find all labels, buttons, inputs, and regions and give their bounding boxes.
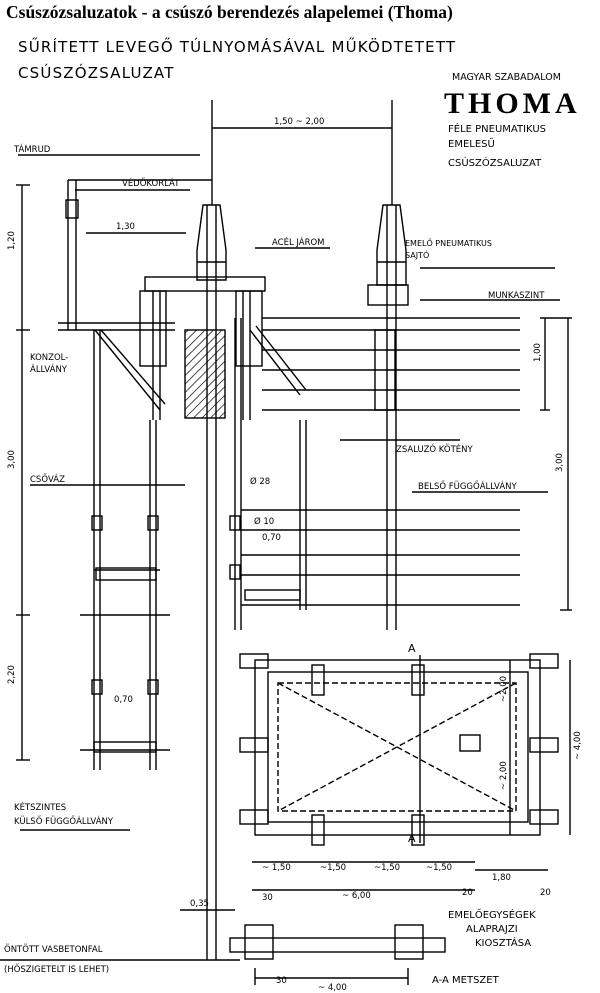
stamp-brand: THOMA — [444, 87, 581, 120]
dim-300-right: 3,00 — [555, 453, 565, 472]
label-sajto-1: EMELŐ PNEUMATIKUS — [405, 238, 492, 248]
label-acel-jarom: ACÉL JÁROM — [272, 236, 325, 248]
label-section-a-top: A — [408, 642, 416, 655]
dim-20-a: 20 — [462, 888, 473, 898]
dim-400-h: ~ 4,00 — [318, 983, 347, 993]
dim-400-v: ~ 4,00 — [573, 731, 583, 760]
label-emeloegysegek-3: KIOSZTÁSA — [475, 936, 531, 949]
dim-180: 1,80 — [492, 873, 511, 883]
label-belso: BELSŐ FÜGGŐÁLLVÁNY — [418, 480, 517, 492]
label-konzol-1: KONZOL- — [30, 353, 68, 363]
heading-line-2: CSÚSZÓZSALUZAT — [18, 63, 175, 82]
stamp-line-3: FÉLE PNEUMATIKUS — [448, 122, 546, 135]
dim-top-span: 1,50 ~ 2,00 — [274, 117, 324, 127]
dim-150-1: ~ 1,50 — [262, 863, 291, 873]
patent-stamp: MAGYAR SZABADALOM THOMA FÉLE PNEUMATIKUS… — [444, 72, 581, 169]
label-munkaszint: MUNKASZINT — [488, 291, 545, 301]
dim-30-b: 30 — [276, 976, 287, 986]
concrete-wall-section — [184, 329, 226, 419]
label-tamrud: TÁMRUD — [13, 143, 51, 155]
label-zsaluzo-koteny: ZSALUZÓ KÖTÉNY — [396, 443, 474, 455]
dim-200-b: ~ 2,00 — [499, 761, 509, 790]
label-vedokorlat: VÉDŐKORLÁT — [122, 177, 180, 189]
dim-150-2: ~1,50 — [320, 863, 346, 873]
stamp-line-1: MAGYAR SZABADALOM — [452, 72, 561, 83]
dim-300-left: 3,00 — [7, 450, 17, 469]
stamp-line-5: CSÚSZÓZSALUZAT — [448, 156, 542, 169]
dim-130: 1,30 — [116, 222, 135, 232]
label-phi10: Ø 10 — [254, 516, 274, 527]
label-csovaz: CSŐVÁZ — [30, 473, 65, 485]
label-phi28: Ø 28 — [250, 476, 270, 487]
plan-outer-wall — [254, 659, 541, 836]
label-sajto-2: SAJTÓ — [405, 249, 429, 260]
label-emeloegysegek-2: ALAPRAJZI — [466, 924, 518, 935]
heading-line-1: SŰRÍTETT LEVEGŐ TÚLNYOMÁSÁVAL MŰKÖDTETET… — [18, 36, 456, 56]
pneumatic-jack-right — [376, 204, 407, 286]
stamp-line-4: EMELESŰ — [448, 136, 495, 150]
label-ontott-2: (HŐSZIGETELT IS LEHET) — [4, 964, 109, 975]
dim-035: 0,35 — [190, 899, 209, 909]
dim-200-a: ~2,00 — [499, 676, 509, 702]
label-section-a-bottom: A — [408, 832, 416, 845]
dim-070-b: 0,70 — [262, 533, 281, 543]
label-emeloegysegek-1: EMELŐEGYSÉGEK — [448, 907, 536, 921]
pneumatic-jack-left — [196, 204, 227, 281]
dim-150-3: ~1,50 — [374, 863, 400, 873]
dim-600: ~ 6,00 — [342, 891, 371, 901]
dim-100: 1,00 — [533, 343, 543, 362]
dim-20-b: 20 — [540, 888, 551, 898]
dim-120: 1,20 — [7, 231, 17, 250]
label-ketszintes-1: KÉTSZINTES — [14, 801, 66, 813]
steel-yoke — [144, 276, 266, 292]
label-aa-metszet: A-A METSZET — [432, 975, 500, 986]
dim-30-a: 30 — [262, 893, 273, 903]
label-ontott-1: ÖNTÖTT VASBETONFAL — [4, 944, 103, 955]
page-title: Csúszózsaluzatok - a csúszó berendezés a… — [6, 2, 453, 22]
dim-220: 2,20 — [7, 665, 17, 684]
dim-150-4: ~1,50 — [426, 863, 452, 873]
label-ketszintes-2: KÜLSŐ FÜGGŐÁLLVÁNY — [14, 815, 114, 827]
dim-070-a: 0,70 — [114, 695, 133, 705]
aa-section-beam — [229, 937, 446, 953]
label-konzol-2: ÁLLVÁNY — [30, 363, 68, 375]
